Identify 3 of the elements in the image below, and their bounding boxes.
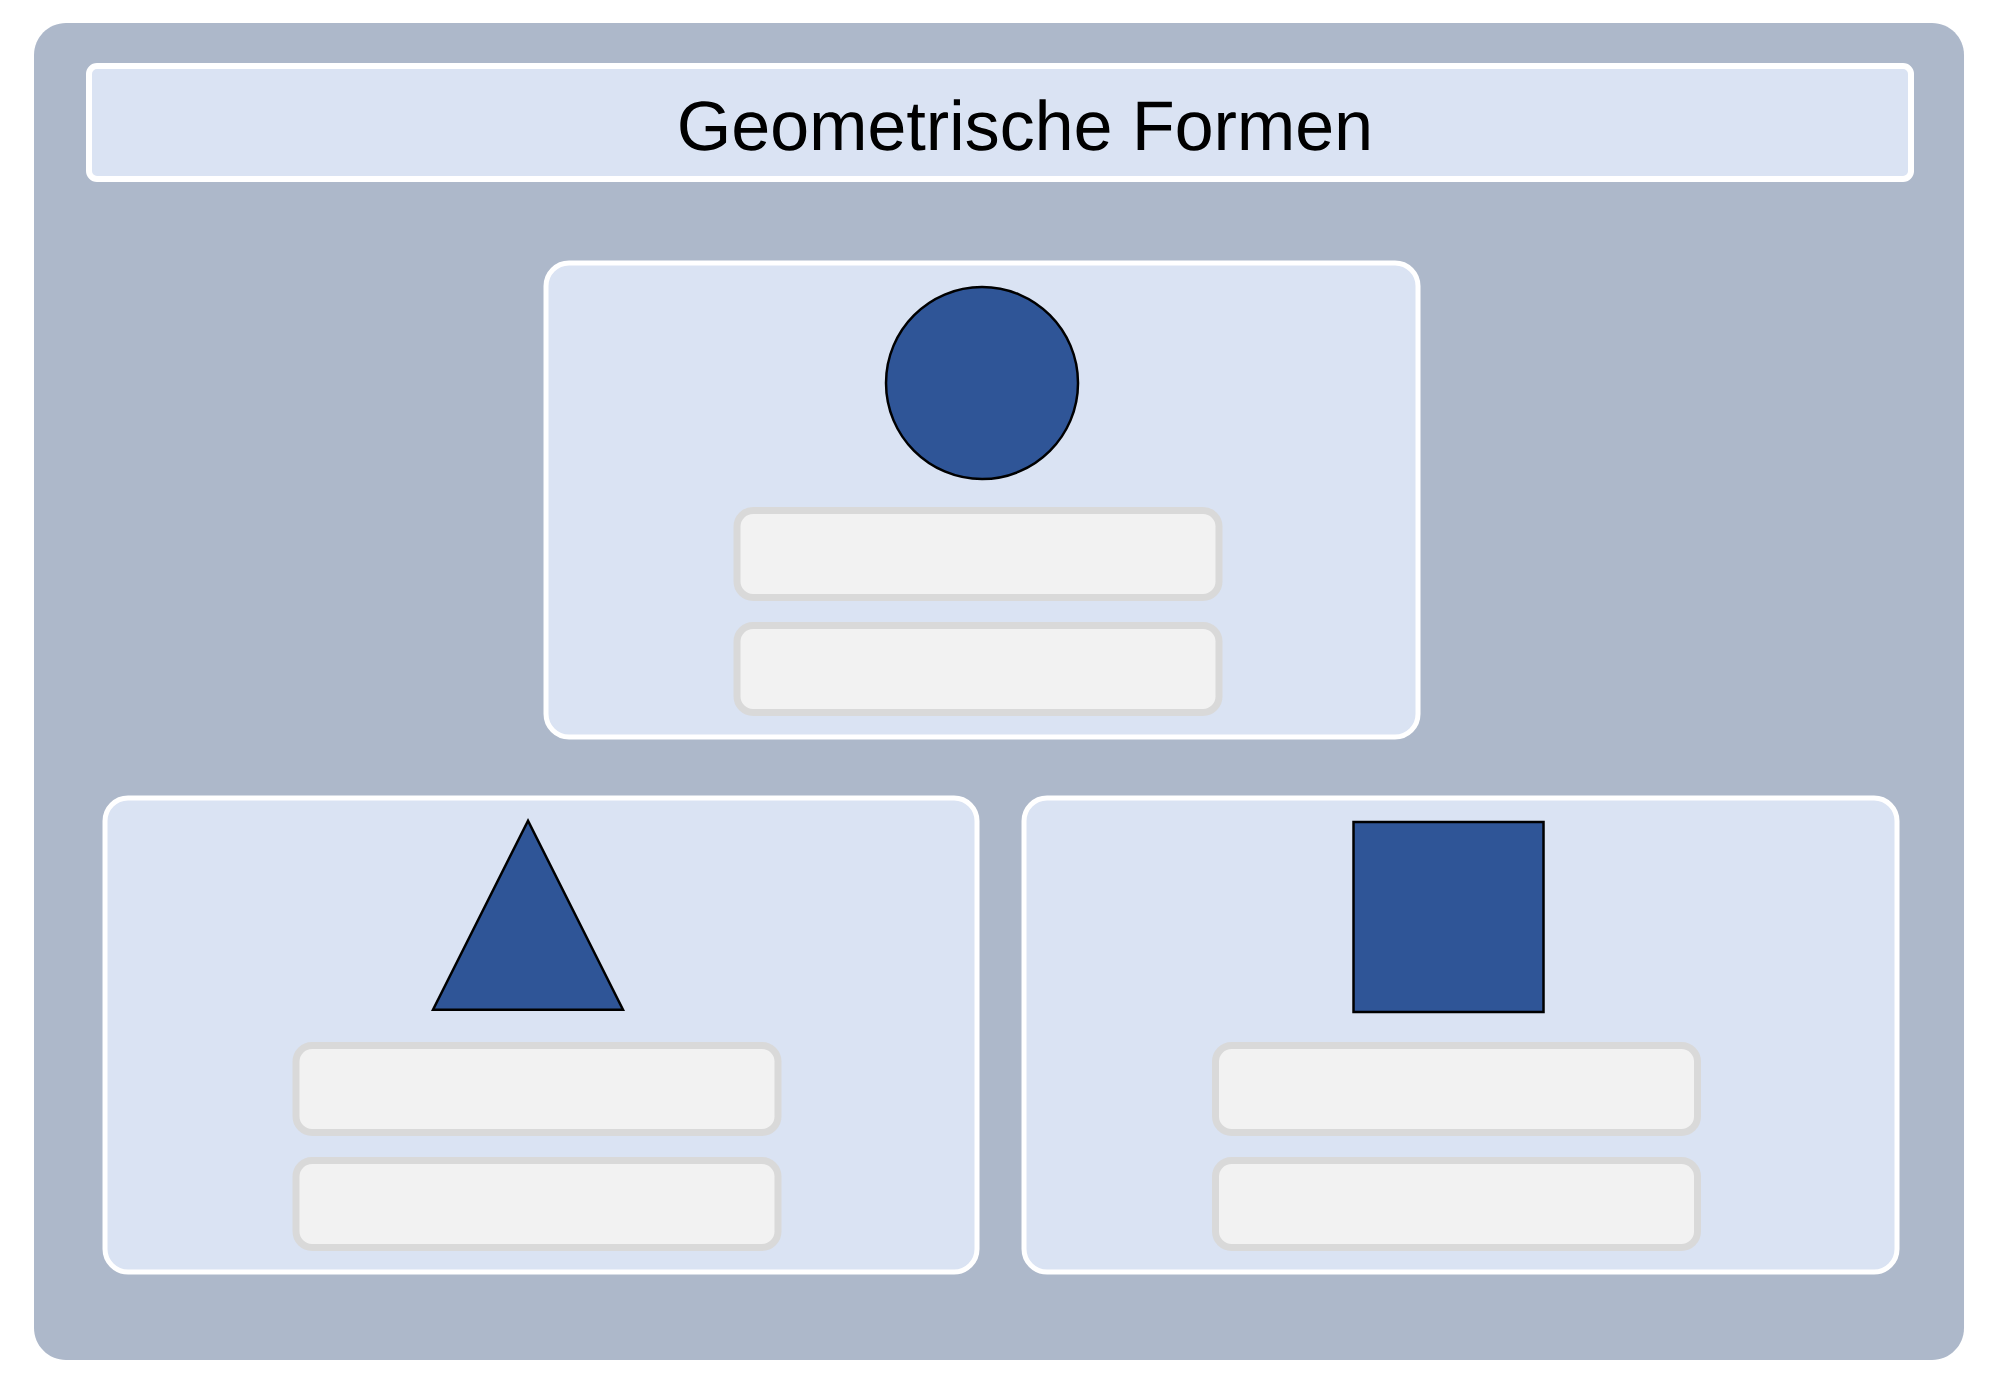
square-shape — [1352, 820, 1545, 1014]
circle-shape — [884, 285, 1080, 481]
title-bar: Geometrische Formen — [86, 63, 1914, 182]
